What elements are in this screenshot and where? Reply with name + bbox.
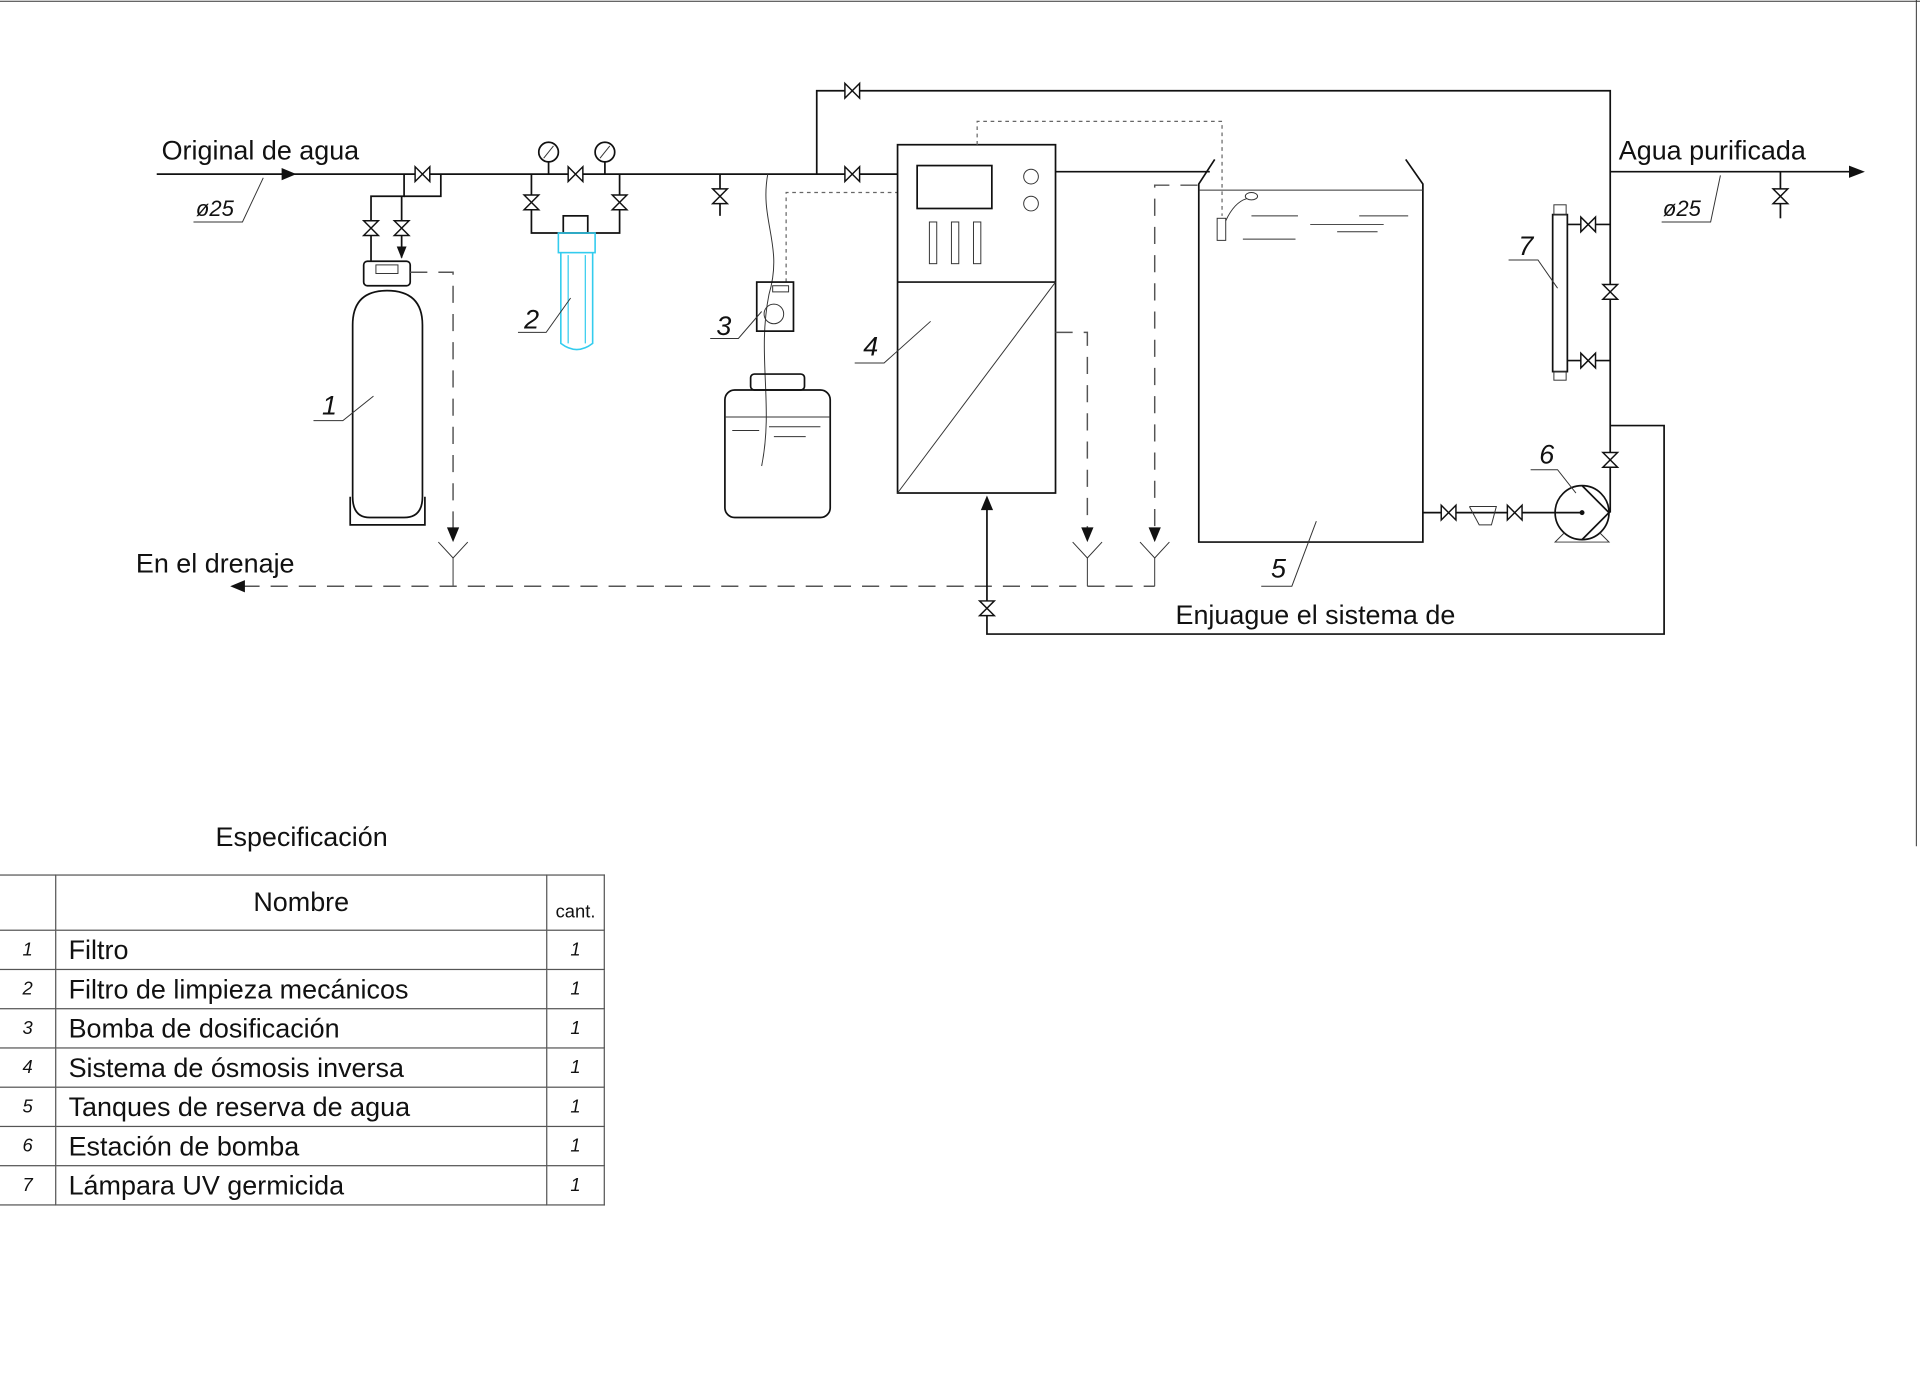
valve-icon <box>610 194 629 211</box>
cell-num: 1 <box>0 929 57 971</box>
cell-name: Bomba de dosificación <box>55 1008 548 1049</box>
valve-icon <box>414 165 431 184</box>
cell-num: 3 <box>0 1008 57 1049</box>
outlet-diameter-label: ø25 <box>1663 196 1702 221</box>
header-num <box>0 874 57 931</box>
table-header-row: Nombre cant. <box>0 874 605 931</box>
cell-qty: 1 <box>546 929 605 971</box>
dosing-pump-3 <box>724 174 898 519</box>
specification-title: Especificación <box>215 821 388 853</box>
valve-icon <box>1601 283 1620 300</box>
rinse-label: Enjuague el sistema de <box>1176 600 1456 630</box>
inlet-label: Original de agua <box>162 135 360 165</box>
cell-qty: 1 <box>546 1125 605 1167</box>
uv-lamp-7 <box>1551 204 1611 381</box>
valve-icon <box>977 600 997 617</box>
cell-name: Estación de bomba <box>55 1125 548 1167</box>
header-name: Nombre <box>55 874 548 931</box>
rinse-loop: Enjuague el sistema de <box>980 424 1665 635</box>
flow-arrow-icon <box>281 168 297 181</box>
valve-icon <box>567 165 584 184</box>
cell-name: Sistema de ósmosis inversa <box>55 1047 548 1088</box>
valve-icon <box>1440 503 1457 522</box>
cell-qty: 1 <box>546 968 605 1010</box>
sheet-border <box>0 0 1920 847</box>
cell-num: 2 <box>0 968 57 1010</box>
valve-icon <box>710 188 730 205</box>
valve-icon <box>361 220 381 237</box>
inlet-pipe: Original de agua ø25 <box>156 135 898 223</box>
valve-icon <box>1601 451 1620 468</box>
valve-icon <box>1580 215 1597 234</box>
callout-2: 2 <box>523 305 539 335</box>
cell-num: 7 <box>0 1165 57 1206</box>
callouts: 1 2 3 4 5 6 7 <box>313 231 1577 587</box>
cell-qty: 1 <box>546 1165 605 1206</box>
inlet-diameter-label: ø25 <box>196 196 235 221</box>
cell-num: 5 <box>0 1086 57 1128</box>
valve-icon <box>392 220 411 237</box>
callout-7: 7 <box>1518 231 1534 261</box>
cell-name: Filtro de limpieza mecánicos <box>55 968 548 1010</box>
callout-3: 3 <box>716 311 731 341</box>
valve-icon <box>1580 351 1597 370</box>
cell-qty: 1 <box>546 1008 605 1049</box>
callout-1: 1 <box>322 391 337 421</box>
valve-icon <box>844 81 861 100</box>
cell-qty: 1 <box>546 1047 605 1088</box>
callout-5: 5 <box>1271 554 1287 584</box>
drain-line: En el drenaje <box>136 549 1155 593</box>
outlet-label: Agua purificada <box>1619 135 1806 165</box>
storage-tank-5 <box>1197 158 1424 543</box>
bypass-pipe <box>815 89 1612 513</box>
control-screen <box>916 164 993 210</box>
flow-arrow-icon <box>1848 165 1865 178</box>
outlet-pipe: Agua purificada ø25 <box>1610 135 1865 223</box>
callout-6: 6 <box>1539 440 1554 470</box>
cell-qty: 1 <box>546 1086 605 1128</box>
cell-num: 6 <box>0 1125 57 1167</box>
cell-name: Lámpara UV germicida <box>55 1165 548 1206</box>
reverse-osmosis-unit-4 <box>896 120 1223 587</box>
valve-icon <box>522 194 541 211</box>
valve-icon <box>1506 503 1523 522</box>
level-sensor-icon <box>1216 217 1227 241</box>
cell-num: 4 <box>0 1047 57 1088</box>
cell-name: Filtro <box>55 929 548 971</box>
drain-label: En el drenaje <box>136 549 295 579</box>
valves <box>361 81 1790 617</box>
valve-icon <box>1771 188 1790 205</box>
cell-name: Tanques de reserva de agua <box>55 1086 548 1128</box>
header-qty: cant. <box>546 874 605 931</box>
strainer-icon <box>1468 506 1497 526</box>
valve-icon <box>844 165 861 184</box>
callout-4: 4 <box>863 332 878 362</box>
mechanical-filter-2 <box>530 141 621 351</box>
